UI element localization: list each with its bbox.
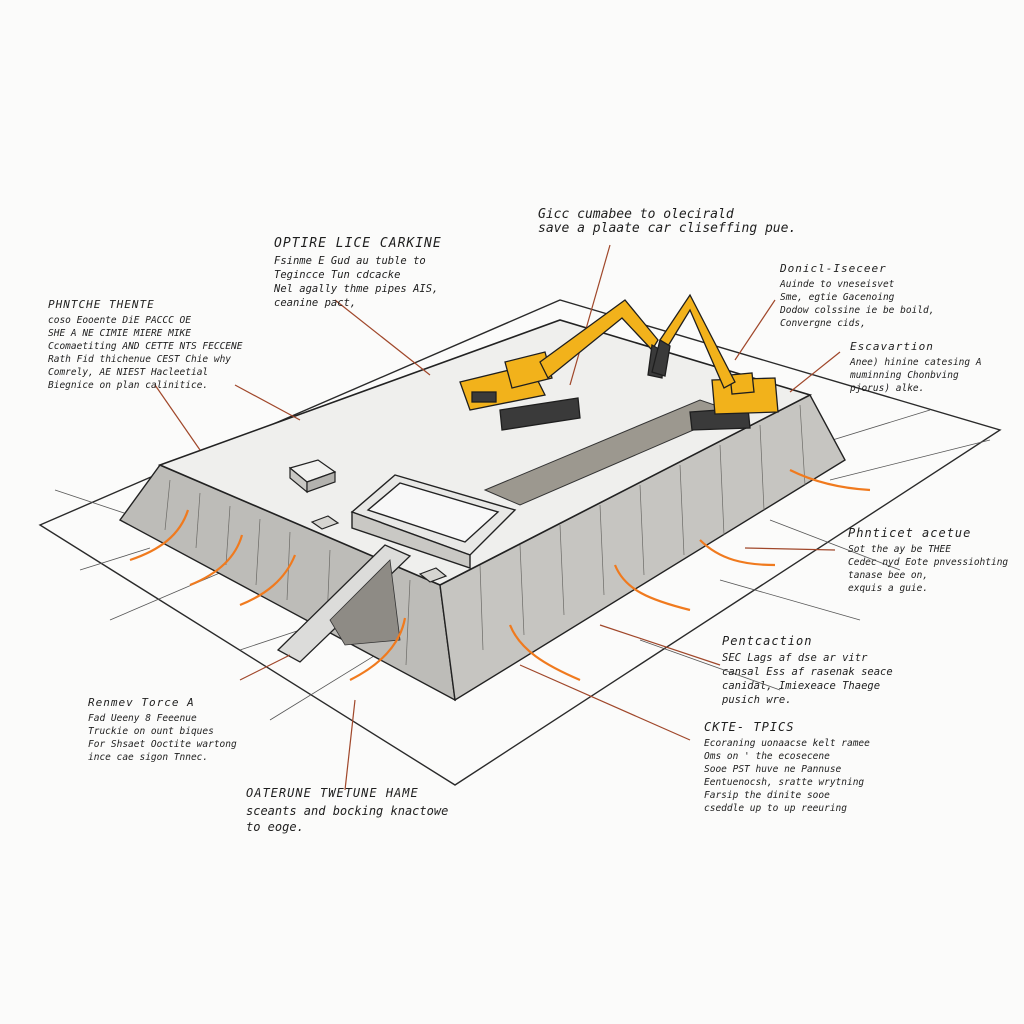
annotation-line: coso Eooente DiE PACCC OE: [48, 315, 191, 326]
drainage-marks: [129, 469, 871, 682]
annotation-line: SHE A NE CIMIE MIERE MIKE: [48, 328, 191, 339]
annotation-title: Donicl-Iseceer: [780, 262, 887, 275]
annotation-line: Dodow colssine ie be boild,: [780, 305, 935, 316]
annotation-right-middle: Phnticet acetue Sot the ay be THEE Cedec…: [848, 526, 1008, 595]
annotation-line: Sooe PST huve ne Pannuse: [704, 764, 842, 775]
annotation-title: OPTIRE LICE CARKINE: [274, 236, 442, 251]
annotation-line: Sot the ay be THEE: [848, 544, 951, 555]
annotation-line: pjorus) alke.: [850, 383, 925, 394]
annotation-line: Auinde to vneseisvet: [780, 279, 895, 290]
annotation-line: Oms on ' the ecosecene: [704, 751, 830, 762]
formwork-box: [350, 474, 517, 569]
annotation-title: Phnticet acetue: [848, 526, 972, 540]
annotation-line: For Shsaet Ooctite wartong: [88, 739, 237, 750]
annotation-line: to eoge.: [246, 820, 304, 834]
annotation-line: Ecoraning uonaacse kelt ramee: [704, 738, 870, 749]
annotation-line: Comrely, AE NIEST Hacleetial: [48, 367, 209, 378]
annotation-title: CKTE- TPICS: [704, 720, 795, 734]
annotation-title: OATERUNE TWETUNE HAME: [246, 786, 419, 800]
annotation-line: Fad Ueeny 8 Feeenue: [88, 713, 197, 724]
annotation-line: Anee) hinine catesing A: [850, 357, 982, 368]
annotation-line: Truckie on ount biques: [88, 726, 214, 737]
annotation-line: Convergne cids,: [780, 318, 866, 329]
annotation-line: pusich wre.: [722, 694, 792, 706]
leader-lines: [154, 244, 841, 791]
ramp-pit: [329, 559, 401, 646]
annotation-line: Nel agally thme pipes AIS,: [274, 283, 439, 295]
annotation-line: tanase bee on,: [848, 570, 929, 581]
annotation-line: ince cae sigon Tnnec.: [88, 752, 209, 763]
annotation-bottom-left: Renmev Torce A Fad Ueeny 8 Feeenue Truck…: [88, 696, 237, 764]
excavator-icon: [651, 293, 779, 431]
annotation-line: Cedec nyd Eote pnvessiohting: [848, 557, 1009, 568]
annotation-line: exquis a guie.: [848, 583, 929, 594]
annotation-right-top: Escavartion Anee) hinine catesing A mumi…: [850, 340, 982, 395]
annotation-line: Gicc cumabee to olecirald: [538, 207, 734, 222]
annotation-line: SEC Lags af dse ar vitr: [722, 652, 868, 664]
annotation-line: canidal, Imiexeace Thaege: [722, 680, 881, 692]
annotation-line: Ccomaetiting AND CETTE NTS FECCENE: [48, 341, 243, 352]
annotation-line: Farsip the dinite sooe: [704, 790, 830, 801]
annotation-upper-left: PHNTCHE THENTE coso Eooente DiE PACCC OE…: [48, 298, 242, 392]
annotation-line: save a plaate car cliseffing pue.: [538, 221, 797, 236]
annotation-upper-right: Donicl-Iseceer Auinde to vneseisvet Sme,…: [780, 262, 934, 330]
annotation-title: Escavartion: [850, 340, 934, 353]
annotation-right-lower: Pentcaction SEC Lags af dse ar vitr cans…: [722, 634, 893, 707]
annotation-line: ceanine pact,: [274, 297, 357, 309]
annotation-top-center: Gicc cumabee to olecirald save a plaate …: [538, 208, 796, 236]
annotation-title: PHNTCHE THENTE: [48, 298, 155, 311]
annotation-title: Renmev Torce A: [88, 696, 195, 709]
annotation-upper-left-center: OPTIRE LICE CARKINE Fsinme E Gud au tubl…: [274, 236, 442, 310]
annotation-line: Fsinme E Gud au tuble to: [274, 255, 426, 267]
annotation-line: sceants and bocking knactowe: [246, 804, 449, 818]
annotation-line: Biegnice on plan calinitice.: [48, 380, 209, 391]
concrete-block: [288, 459, 448, 583]
annotation-line: cansal Ess af rasenak seace: [722, 666, 893, 678]
annotation-line: Tegincce Tun cdcacke: [274, 269, 401, 281]
annotation-line: Rath Fid thichenue CEST Chie why: [48, 354, 232, 365]
annotation-line: Eentuenocsh, sratte wrytning: [704, 777, 865, 788]
annotation-bottom-right: CKTE- TPICS Ecoraning uonaacse kelt rame…: [704, 720, 870, 815]
annotation-bottom-center: OATERUNE TWETUNE HAME sceants and bockin…: [246, 786, 448, 835]
annotation-line: muminning Chonbving: [850, 370, 959, 381]
annotation-line: Sme, egtie Gacenoing: [780, 292, 895, 303]
annotation-title: Pentcaction: [722, 634, 813, 648]
annotation-line: cseddle up to up reeuring: [704, 803, 847, 814]
